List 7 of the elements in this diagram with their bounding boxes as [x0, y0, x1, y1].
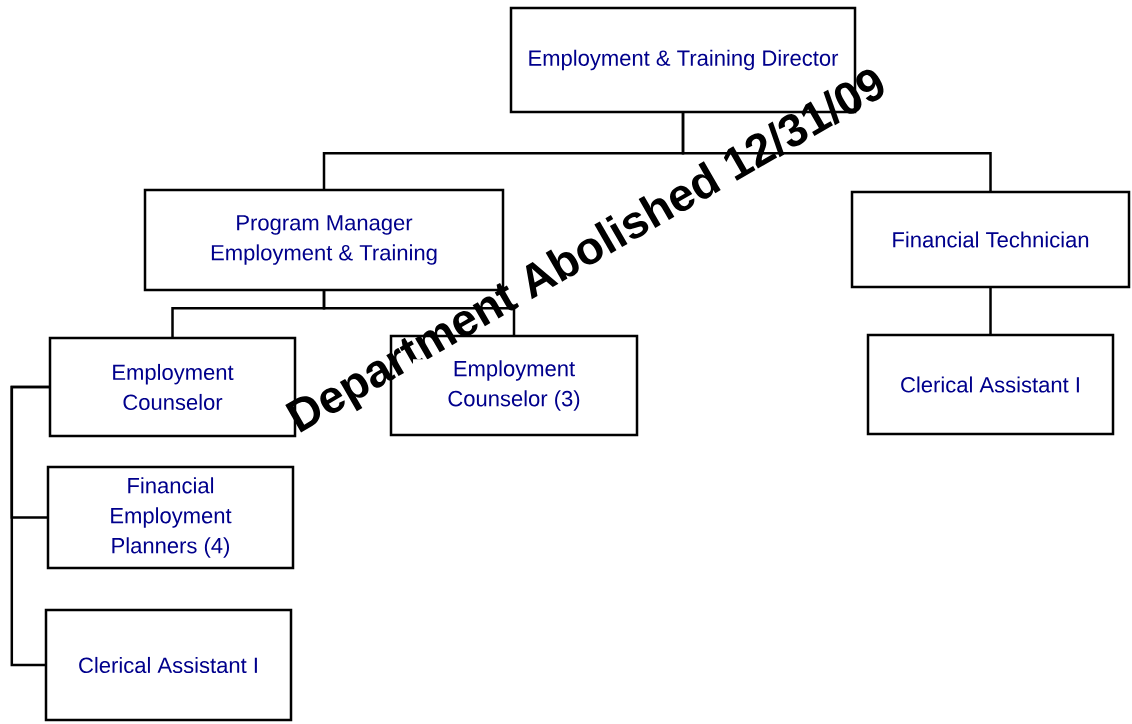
connector-line: [10, 385, 50, 667]
org-box: Clerical Assistant I: [866, 333, 1115, 436]
connector-line: [681, 112, 992, 192]
connector-line: [989, 287, 992, 335]
org-box: Financial Employment Planners (4): [46, 465, 295, 570]
org-box: Clerical Assistant I: [44, 608, 293, 722]
org-box: Financial Technician: [850, 190, 1131, 289]
